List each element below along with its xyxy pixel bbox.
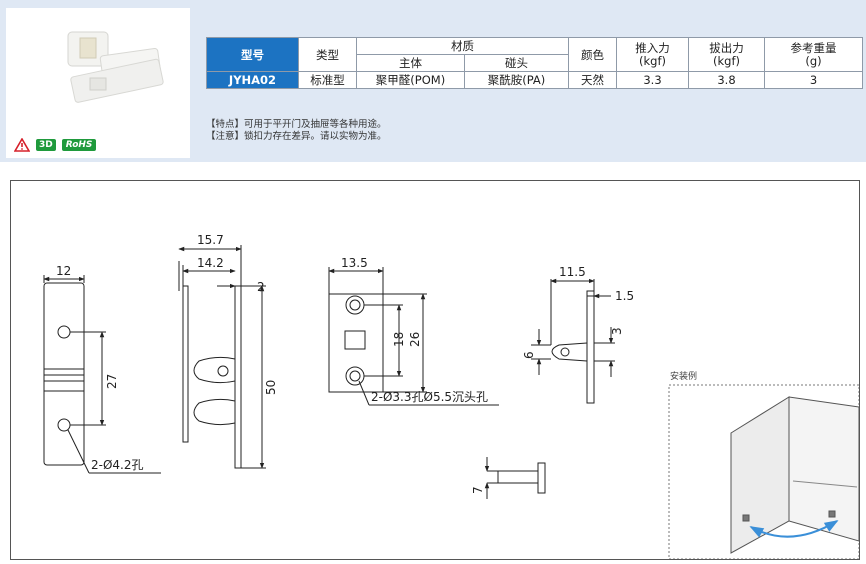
header-material-head: 碰头 — [464, 54, 569, 72]
side-view — [178, 245, 266, 469]
header-pull-force: 拔出力(kgf) — [688, 37, 765, 72]
cell-push: 3.3 — [616, 71, 689, 89]
header-weight: 参考重量(g) — [764, 37, 863, 72]
dim-striker-length: 11.5 — [559, 265, 586, 279]
dim-bottom: 7 — [471, 486, 485, 494]
feature-note: 【特点】可用于平开门及抽屉等各种用途。 — [206, 119, 387, 130]
dim-side-inner: 14.2 — [197, 256, 224, 270]
product-photo-image — [67, 31, 164, 103]
spec-table: 型号 类型 材质 颜色 推入力(kgf) 拔出力(kgf) 参考重量(g) 主体… — [206, 37, 863, 89]
dim-striker-head: 3 — [610, 327, 624, 335]
rohs-badge: RoHS — [61, 139, 97, 151]
install-example — [668, 384, 859, 559]
cell-head-material: 聚酰胺(PA) — [464, 71, 569, 89]
weight-label: 参考重量 — [790, 40, 837, 55]
dim-striker-width: 6 — [522, 351, 536, 359]
product-header-band: 3D RoHS 型号 类型 材质 颜色 推入力(kgf) 拔出力(kgf) 参考… — [0, 0, 866, 162]
cell-pull: 3.8 — [688, 71, 765, 89]
swing-arrow-icon — [749, 520, 839, 538]
dim-plate-hole: 2-Ø3.3孔Ø5.5沉头孔 — [371, 390, 488, 404]
pull-force-label: 拔出力 — [709, 40, 744, 55]
dim-front-hole: 2-Ø4.2孔 — [91, 458, 144, 472]
cell-type: 标准型 — [298, 71, 357, 89]
plate-view — [328, 267, 499, 406]
push-force-label: 推入力 — [635, 40, 670, 55]
cell-weight: 3 — [764, 71, 863, 89]
caution-note: 【注意】锁扣力存在差异。请以实物为准。 — [206, 131, 387, 142]
dim-striker-thick: 1.5 — [615, 289, 634, 303]
header-push-force: 推入力(kgf) — [616, 37, 689, 72]
notes: 【特点】可用于平开门及抽屉等各种用途。 【注意】锁扣力存在差异。请以实物为准。 — [206, 119, 387, 143]
header-material-body: 主体 — [356, 54, 465, 72]
weight-unit: (g) — [805, 53, 822, 68]
dim-side-total: 15.7 — [197, 233, 224, 247]
3d-badge: 3D — [36, 139, 56, 151]
dim-plate-height: 26 — [408, 332, 422, 347]
dim-front-pitch: 27 — [105, 374, 119, 389]
dim-front-width: 12 — [56, 264, 71, 278]
badge-row: 3D RoHS — [14, 138, 97, 152]
front-view — [43, 275, 161, 474]
push-force-unit: (kgf) — [639, 53, 666, 68]
cell-color: 天然 — [568, 71, 617, 89]
header-type: 类型 — [298, 37, 357, 72]
cell-model: JYHA02 — [206, 71, 299, 89]
header-color: 颜色 — [568, 37, 617, 72]
cross-section-view — [484, 457, 546, 499]
technical-drawing-frame: 12 27 2-Ø4.2孔 15.7 14.2 2 50 13.5 18 26 … — [10, 180, 860, 560]
cell-body-material: 聚甲醛(POM) — [356, 71, 465, 89]
dim-plate-pitch: 18 — [392, 332, 406, 347]
dim-side-height: 50 — [264, 380, 278, 395]
striker-view — [531, 278, 615, 404]
technical-drawing: 12 27 2-Ø4.2孔 15.7 14.2 2 50 13.5 18 26 … — [43, 233, 859, 559]
dim-side-thick: 2 — [257, 280, 265, 294]
header-material: 材质 — [356, 37, 569, 55]
warning-icon — [14, 138, 30, 152]
header-model: 型号 — [206, 37, 299, 72]
install-label: 安装例 — [670, 370, 697, 382]
product-photo: 3D RoHS — [6, 8, 190, 158]
pull-force-unit: (kgf) — [713, 53, 740, 68]
dim-plate-width: 13.5 — [341, 256, 368, 270]
